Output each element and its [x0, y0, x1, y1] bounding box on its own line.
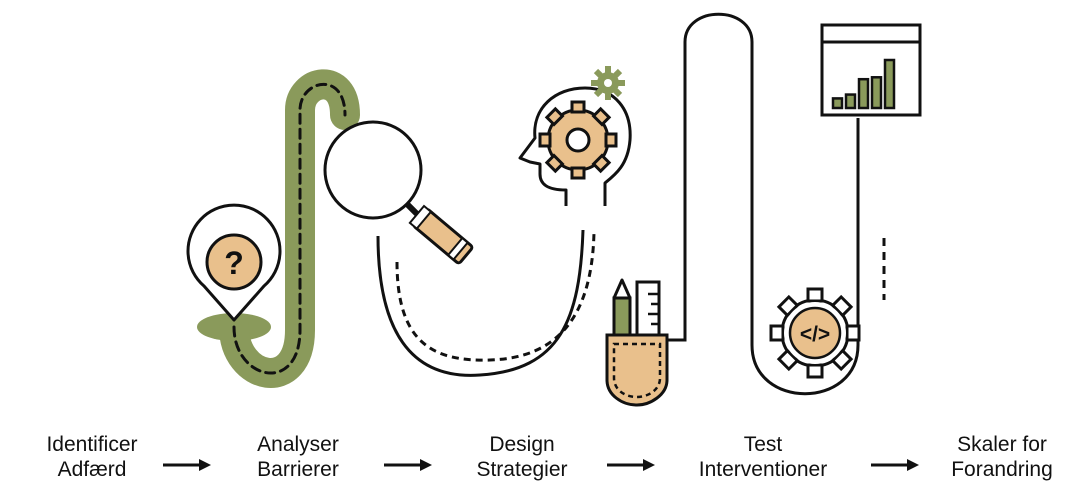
- process-illustration: ?: [186, 12, 922, 407]
- step-2-line-1: Analyser: [257, 433, 339, 456]
- pencil-ruler-pocket-icon: [605, 278, 669, 407]
- magnifier-icon: [323, 120, 474, 265]
- mini-bar: [870, 76, 883, 110]
- bar-chart-icon: [820, 23, 922, 117]
- mini-bar: [844, 93, 857, 110]
- code-gear-icon: </>: [769, 287, 861, 379]
- question-pin-icon: ?: [186, 203, 282, 322]
- loop-road: [667, 12, 886, 396]
- step-label-scale: Skaler for Forandring: [902, 432, 1081, 482]
- step-3-line-2: Strategier: [476, 458, 568, 481]
- step-1-line-2: Adfærd: [57, 458, 127, 481]
- arrow-icon: [607, 459, 655, 471]
- step-label-design: Design Strategier: [422, 432, 622, 482]
- mini-bar: [857, 77, 870, 110]
- step-3-line-1: Design: [489, 433, 555, 456]
- step-5-line-2: Forandring: [951, 458, 1053, 481]
- connecting-path-2: [376, 229, 596, 377]
- arrow-icon: [163, 459, 211, 471]
- head-gear-icon: [518, 66, 632, 206]
- step-4-line-1: Test: [743, 433, 783, 456]
- step-label-analyse: Analyser Barrierer: [198, 432, 398, 482]
- arrow-icon: [871, 459, 919, 471]
- step-label-identify: Identificer Adfærd: [0, 432, 192, 482]
- arrow-icon: [384, 459, 432, 471]
- olive-road: [197, 69, 360, 388]
- step-label-test: Test Interventioner: [663, 432, 863, 482]
- step-4-line-2: Interventioner: [698, 458, 828, 481]
- mini-bar: [831, 97, 844, 110]
- step-1-line-1: Identificer: [46, 433, 138, 456]
- mini-bar: [883, 58, 896, 110]
- step-2-line-2: Barrierer: [257, 458, 339, 481]
- step-5-line-1: Skaler for: [957, 433, 1047, 456]
- code-symbol: </>: [800, 323, 830, 346]
- pin-symbol: ?: [224, 245, 244, 281]
